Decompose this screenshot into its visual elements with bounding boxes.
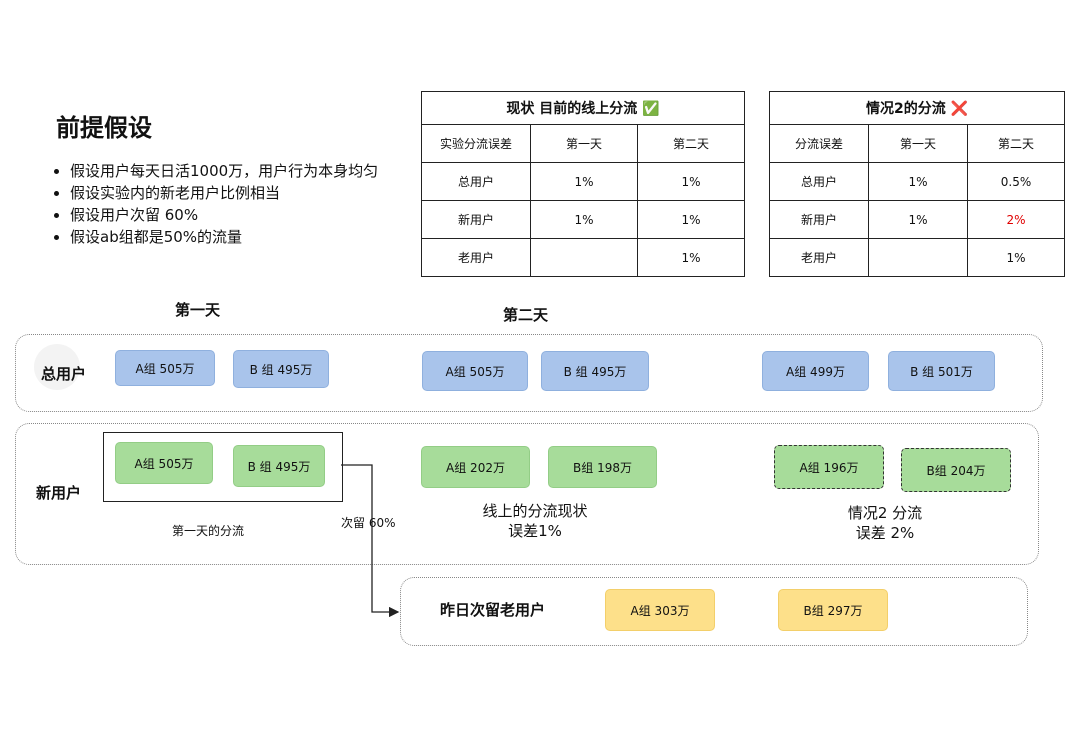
table-row: 新用户 1% 2% — [769, 200, 1065, 239]
group-b-box: B 组 495万 — [233, 350, 329, 388]
table-cell: 1% — [637, 200, 745, 239]
check-mark-icon: ✅ — [642, 101, 660, 117]
group-b-box: B 组 495万 — [541, 351, 649, 391]
table-cell: 总用户 — [421, 162, 531, 201]
group-b-box: B组 204万 — [901, 448, 1011, 492]
case2-split-note: 情况2 分流 误差 2% — [847, 504, 923, 542]
lane-badge — [34, 344, 80, 390]
table-cell: 1% — [868, 162, 968, 201]
new-users-lane — [15, 423, 1039, 565]
lane-label-total: 总用户 — [41, 365, 87, 383]
table-cell — [868, 238, 968, 277]
table-cell: 1% — [967, 238, 1065, 277]
assumption-list: 假设用户每天日活1000万，用户行为本身均匀 假设实验内的新老用户比例相当 假设… — [52, 160, 378, 248]
day1-label: 第一天 — [175, 301, 221, 319]
assumption-item: 假设ab组都是50%的流量 — [70, 226, 378, 248]
current-split-table: 现状 目前的线上分流 ✅ 实验分流误差 第一天 第二天 总用户 1% 1% 新用… — [421, 91, 745, 277]
group-b-box: B 组 501万 — [888, 351, 995, 391]
group-a-box: A组 303万 — [605, 589, 715, 631]
table-cell: 总用户 — [769, 162, 869, 201]
group-a-box: A组 202万 — [421, 446, 530, 488]
column-header: 第一天 — [868, 124, 968, 163]
assumption-item: 假设用户次留 60% — [70, 204, 378, 226]
group-b-box: B组 297万 — [778, 589, 888, 631]
assumption-item: 假设用户每天日活1000万，用户行为本身均匀 — [70, 160, 378, 182]
table-cell: 0.5% — [967, 162, 1065, 201]
lane-label-new: 新用户 — [36, 484, 82, 502]
group-a-box: A组 505万 — [422, 351, 528, 391]
table-cell: 老用户 — [421, 238, 531, 277]
table-cell: 1% — [637, 238, 745, 277]
table-cell: 新用户 — [769, 200, 869, 239]
table-row: 总用户 1% 0.5% — [769, 162, 1065, 201]
group-b-box: B 组 495万 — [233, 445, 325, 487]
day1-split-frame — [103, 432, 343, 502]
table-cell — [530, 238, 638, 277]
retention-label: 次留 60% — [341, 516, 396, 530]
table-row: 老用户 1% — [769, 238, 1065, 277]
page-title: 前提假设 — [56, 114, 152, 142]
group-a-box: A组 499万 — [762, 351, 869, 391]
group-a-box: A组 505万 — [115, 350, 215, 386]
column-header: 第一天 — [530, 124, 638, 163]
table-row: 总用户 1% 1% — [421, 162, 745, 201]
lane-label-old: 昨日次留老用户 — [440, 601, 546, 619]
table-cell: 老用户 — [769, 238, 869, 277]
table-title: 情况2的分流 ❌ — [769, 91, 1065, 125]
table-cell: 新用户 — [421, 200, 531, 239]
group-a-box: A组 505万 — [115, 442, 213, 484]
day1-split-caption: 第一天的分流 — [172, 524, 245, 538]
table-cell: 1% — [530, 162, 638, 201]
assumption-item: 假设实验内的新老用户比例相当 — [70, 182, 378, 204]
case2-split-table: 情况2的分流 ❌ 分流误差 第一天 第二天 总用户 1% 0.5% 新用户 1%… — [769, 91, 1065, 277]
online-split-note: 线上的分流现状 误差1% — [482, 502, 588, 540]
old-users-lane — [400, 577, 1028, 646]
cross-mark-icon: ❌ — [950, 101, 969, 117]
table-row: 老用户 1% — [421, 238, 745, 277]
group-b-box: B组 198万 — [548, 446, 657, 488]
total-users-lane — [15, 334, 1043, 412]
table-title: 现状 目前的线上分流 ✅ — [421, 91, 745, 125]
group-a-box: A组 196万 — [774, 445, 884, 489]
table-cell-highlight: 2% — [967, 200, 1065, 239]
day2-label: 第二天 — [503, 306, 549, 324]
